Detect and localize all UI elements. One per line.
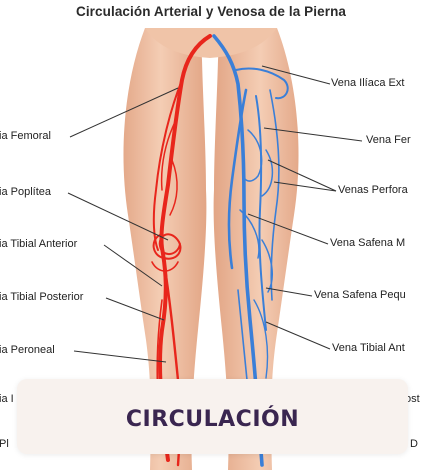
label-vena-safena-mayor: Vena Safena M	[330, 237, 406, 249]
label-arteria-partial: ia I	[0, 393, 14, 405]
label-arteria-tibial-anterior: ia Tibial Anterior	[0, 238, 78, 250]
label-vena-safena-pequena: Vena Safena Pequ	[314, 289, 406, 301]
leader-lines-left	[67, 87, 179, 363]
left-leg	[123, 28, 207, 470]
label-plantar-partial: Pl	[0, 438, 9, 450]
label-arteria-femoral: ia Femoral	[0, 130, 51, 142]
label-vena-dorsal-partial: D	[410, 438, 418, 450]
label-vena-iliaca-externa: Vena Ilíaca Ext	[331, 77, 405, 89]
pelvis	[145, 28, 277, 58]
circulation-card[interactable]: CIRCULACIÓN	[17, 379, 408, 454]
label-arteria-peroneal: ia Peroneal	[0, 344, 55, 356]
label-venas-perforantes: Venas Perfora	[338, 184, 408, 196]
label-vena-femoral: Vena Fer	[366, 134, 411, 146]
label-arteria-tibial-posterior: ia Tibial Posterior	[0, 291, 84, 303]
label-vena-posterior-partial: ost	[405, 393, 420, 405]
diagram-title: Circulación Arterial y Venosa de la Pier…	[75, 4, 347, 19]
leader-lines-right	[247, 65, 363, 350]
label-arteria-poplitea: ia Poplítea	[0, 186, 51, 198]
label-vena-tibial-anterior: Vena Tibial Ant	[332, 342, 405, 354]
card-label: CIRCULACIÓN	[125, 407, 300, 432]
